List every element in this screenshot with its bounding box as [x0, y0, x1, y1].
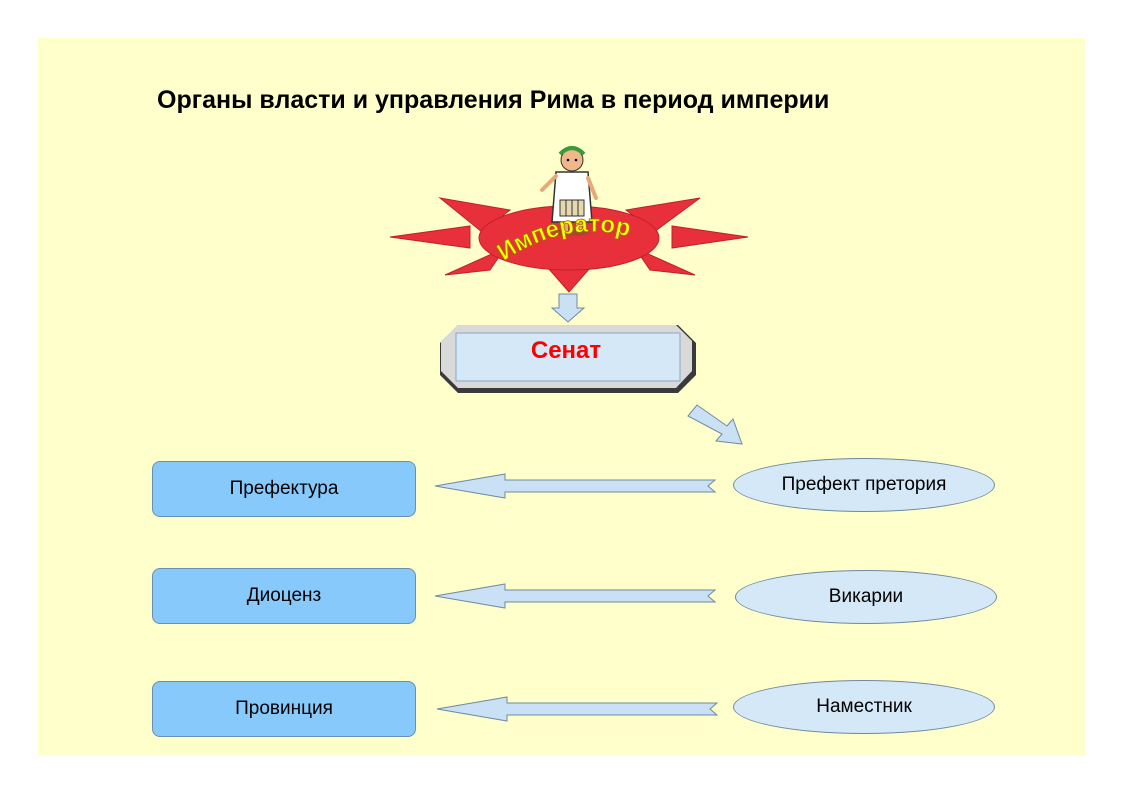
prefecture-box: Префектура [152, 461, 416, 517]
prefecture-label: Префектура [229, 478, 339, 499]
diagram-title: Органы власти и управления Рима в период… [157, 86, 830, 114]
senate-box [440, 325, 696, 393]
arrow-prefect-to-prefecture [434, 473, 717, 499]
province-label: Провинция [235, 698, 333, 719]
vicars-oval: Викарии [735, 570, 997, 624]
vicars-label: Викарии [828, 586, 904, 607]
arrow-senate-to-prefect [687, 404, 743, 445]
arrow-vicar-to-diocese [434, 583, 717, 609]
province-box: Провинция [152, 681, 416, 737]
arrow-governor-to-province [436, 696, 719, 722]
senate-label: Сенат [530, 337, 602, 364]
emperor-figure-icon [540, 146, 598, 236]
praetorian-prefect-oval: Префект претория [733, 458, 995, 512]
diocese-box: Диоценз [152, 568, 416, 624]
praetorian-prefect-label: Префект претория [781, 474, 947, 495]
governor-label: Наместник [816, 696, 912, 717]
diocese-label: Диоценз [246, 585, 322, 606]
arrow-emperor-to-senate [550, 293, 586, 323]
governor-oval: Наместник [733, 680, 995, 734]
